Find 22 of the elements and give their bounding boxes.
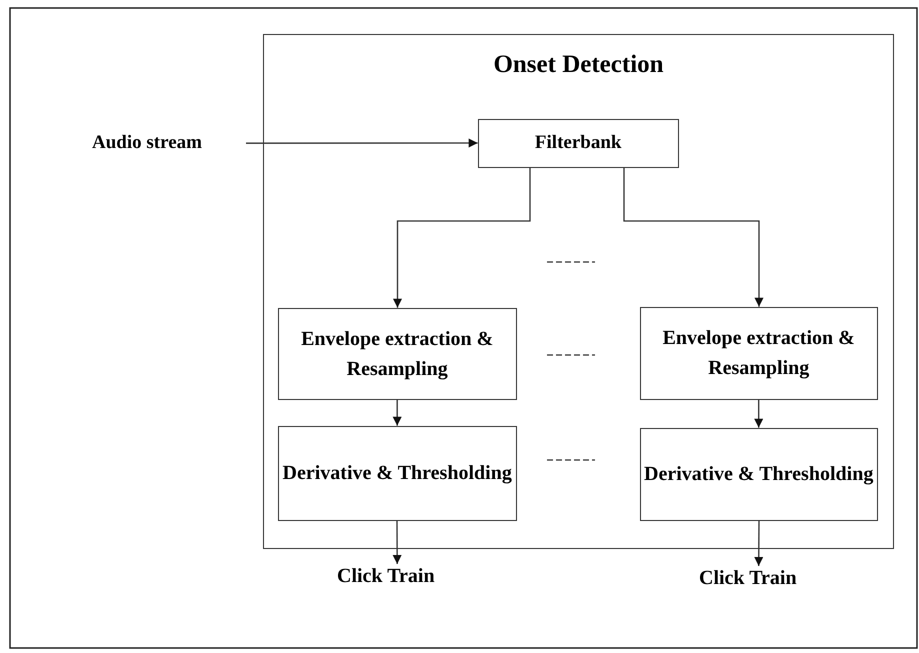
flow-label: Audio stream [92, 132, 203, 154]
box-label: Derivative & Thresholding [282, 461, 513, 486]
arrow [623, 168, 764, 307]
process-box [278, 426, 517, 521]
arrow [754, 520, 764, 566]
process-box [640, 428, 878, 521]
arrow [393, 168, 531, 308]
flow-label: Click Train [699, 567, 798, 590]
process-box [278, 308, 517, 400]
arrow [754, 400, 764, 428]
box-label: Envelope extraction & Resampling [300, 326, 494, 382]
box-label: Envelope extraction & Resampling [662, 326, 856, 382]
group-frame [263, 34, 894, 549]
box-label: Derivative & Thresholding [644, 462, 874, 488]
group-title: Onset Detection [493, 51, 664, 79]
arrow [246, 138, 478, 148]
box-label: Filterbank [534, 132, 622, 154]
process-box [640, 306, 878, 400]
flow-label: Click Train [337, 565, 436, 588]
arrow [392, 400, 402, 426]
arrow [392, 520, 402, 564]
process-box [478, 118, 679, 168]
